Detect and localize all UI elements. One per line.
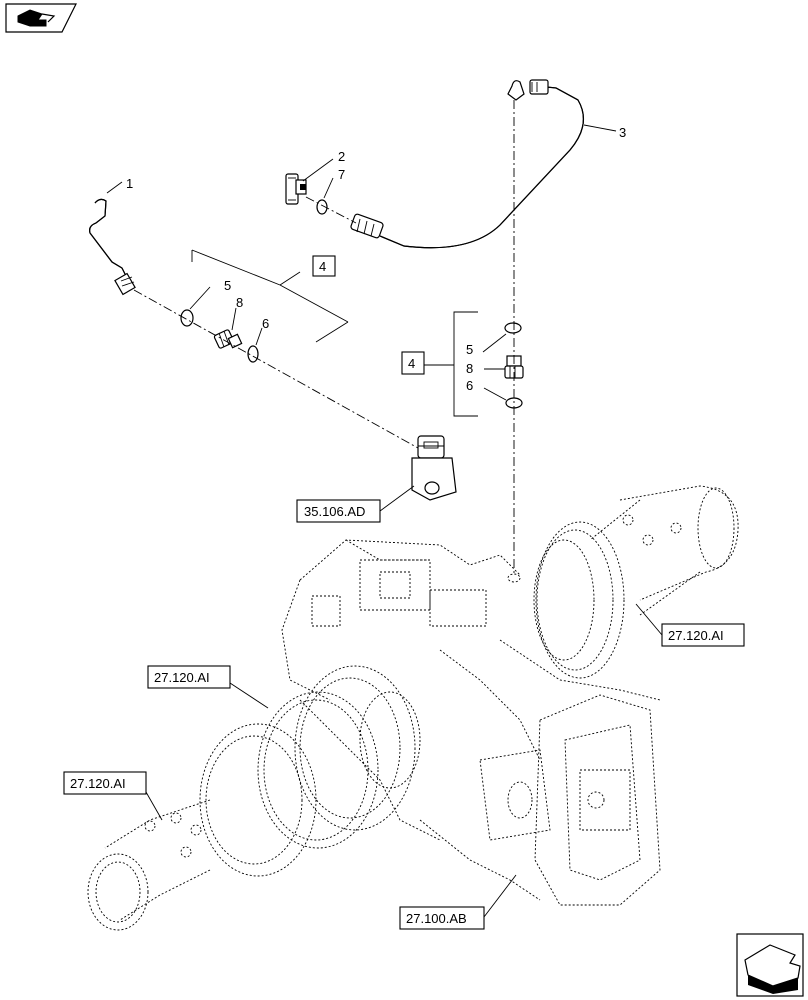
callout-7: 7 bbox=[338, 167, 345, 182]
centre-line-left bbox=[133, 289, 419, 449]
leader-35106 bbox=[379, 485, 415, 512]
o-ring-part-7 bbox=[316, 199, 328, 215]
leader-27120-mid bbox=[229, 682, 269, 709]
leader-6-right bbox=[483, 387, 507, 401]
kit-bracket-right bbox=[424, 311, 478, 417]
reference-27-120-AI-right[interactable]: 27.120.AI bbox=[661, 623, 745, 647]
reference-27-120-AI-left[interactable]: 27.120.AI bbox=[63, 771, 147, 795]
reference-35-106-AD[interactable]: 35.106.AD bbox=[296, 499, 381, 523]
leader-7 bbox=[323, 177, 334, 199]
leader-27120-left bbox=[145, 791, 163, 821]
svg-text:4: 4 bbox=[408, 356, 415, 371]
leader-5-right bbox=[482, 333, 507, 353]
callout-box-4-right: 4 bbox=[401, 351, 425, 375]
svg-text:27.100.AB: 27.100.AB bbox=[406, 911, 467, 926]
callout-6-left: 6 bbox=[262, 316, 269, 331]
callout-box-4-left: 4 bbox=[312, 255, 336, 277]
leader-8-left bbox=[231, 307, 237, 331]
reference-27-100-AB[interactable]: 27.100.AB bbox=[399, 906, 485, 930]
callout-8-right: 8 bbox=[466, 361, 473, 376]
leader-3 bbox=[583, 124, 617, 132]
leader-1 bbox=[106, 181, 123, 194]
o-ring-part-6-left bbox=[247, 345, 259, 363]
callout-5-right: 5 bbox=[466, 342, 473, 357]
centre-line-tee bbox=[305, 196, 357, 224]
reference-27-120-AI-mid[interactable]: 27.120.AI bbox=[147, 665, 231, 689]
leader-6-left bbox=[255, 327, 263, 346]
svg-text:27.120.AI: 27.120.AI bbox=[70, 776, 126, 791]
leader-27120-right bbox=[635, 603, 663, 636]
pipe-part-1 bbox=[89, 198, 136, 296]
svg-text:27.120.AI: 27.120.AI bbox=[154, 670, 210, 685]
tee-fitting-part-2 bbox=[285, 173, 307, 205]
callout-5-left: 5 bbox=[224, 278, 231, 293]
adapter-part-8-left bbox=[213, 329, 243, 349]
callout-8-left: 8 bbox=[236, 295, 243, 310]
callout-1: 1 bbox=[126, 176, 133, 191]
leader-5-left bbox=[189, 286, 211, 310]
callout-6-right: 6 bbox=[466, 378, 473, 393]
previous-page-arrow-icon[interactable] bbox=[5, 3, 77, 33]
next-page-arrow-icon[interactable] bbox=[736, 933, 804, 997]
o-ring-part-5-right bbox=[504, 322, 522, 334]
callout-2: 2 bbox=[338, 149, 345, 164]
svg-text:4: 4 bbox=[319, 259, 326, 274]
o-ring-part-5-left bbox=[180, 309, 194, 327]
leader-27100 bbox=[483, 874, 517, 918]
axle-housing bbox=[87, 485, 739, 931]
callout-3: 3 bbox=[619, 125, 626, 140]
hose-part-3 bbox=[350, 79, 585, 249]
kit-bracket-left bbox=[191, 249, 349, 343]
valve-block bbox=[411, 435, 457, 501]
svg-text:35.106.AD: 35.106.AD bbox=[304, 504, 365, 519]
leader-2 bbox=[302, 158, 334, 182]
svg-text:27.120.AI: 27.120.AI bbox=[668, 628, 724, 643]
